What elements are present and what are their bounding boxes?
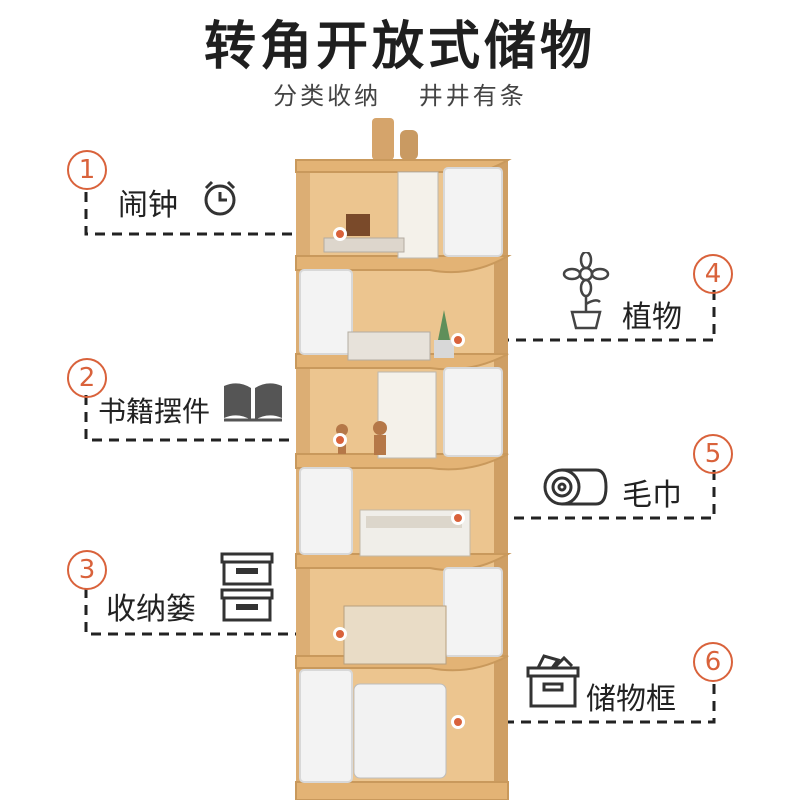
callout-number-1: 1 bbox=[67, 150, 107, 190]
open-book-icon bbox=[224, 383, 282, 422]
alarm-clock-icon bbox=[204, 180, 236, 216]
rolled-towel-icon bbox=[543, 468, 608, 506]
storage-bin-icon bbox=[526, 654, 580, 708]
callout-label-3: 收纳篓 bbox=[106, 592, 196, 627]
callout-label-5: 毛巾 bbox=[622, 478, 682, 513]
storage-boxes-icon bbox=[220, 552, 274, 622]
page-title: 转角开放式储物 bbox=[203, 17, 596, 77]
callout-number-5: 5 bbox=[693, 434, 733, 474]
callout-number-6: 6 bbox=[693, 642, 733, 682]
callout-dot-4 bbox=[451, 333, 465, 347]
potted-flower-icon bbox=[562, 252, 610, 330]
callout-label-4: 植物 bbox=[622, 300, 682, 335]
callout-dot-3 bbox=[333, 627, 347, 641]
corner-shelf-illustration bbox=[295, 118, 512, 800]
callout-dot-2 bbox=[333, 433, 347, 447]
callout-dot-1 bbox=[333, 227, 347, 241]
callout-label-6: 储物框 bbox=[586, 682, 676, 717]
callout-number-4: 4 bbox=[693, 254, 733, 294]
callout-number-2: 2 bbox=[67, 358, 107, 398]
callout-label-1: 闹钟 bbox=[118, 188, 178, 223]
callout-number-3: 3 bbox=[67, 550, 107, 590]
page-subtitle: 分类收纳 井井有条 bbox=[273, 82, 527, 110]
callout-label-2: 书籍摆件 bbox=[98, 395, 211, 428]
callout-dot-6 bbox=[451, 715, 465, 729]
callout-dot-5 bbox=[451, 511, 465, 525]
